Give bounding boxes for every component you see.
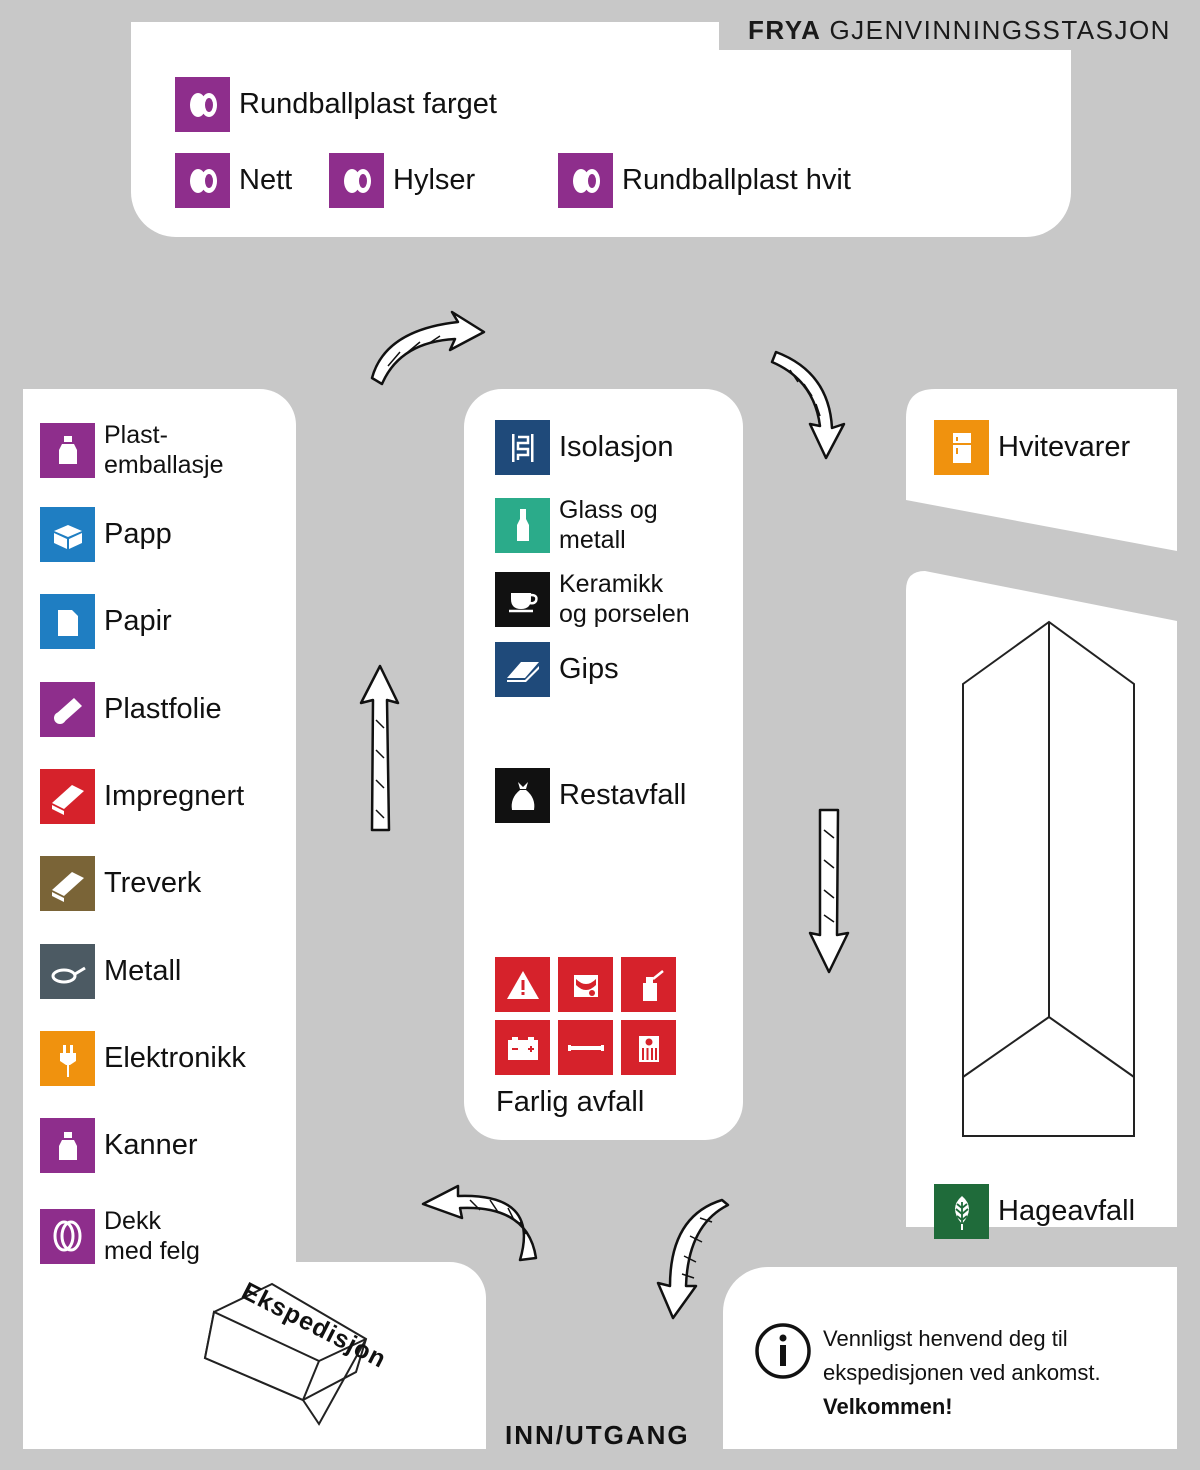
item-label: Papp — [104, 518, 172, 550]
info-area — [723, 1267, 1177, 1449]
item-label: Keramikk og porselen — [559, 570, 690, 628]
item-isolasjon: Isolasjon — [495, 420, 673, 475]
item-label: Hylser — [393, 164, 476, 196]
item-label: Gips — [559, 653, 619, 685]
insulation-icon — [495, 420, 550, 475]
station-name: GJENVINNINGSSTASJON — [829, 15, 1171, 45]
item-papir: Papir — [40, 594, 172, 649]
entrance-label: INN/UTGANG — [505, 1420, 690, 1450]
arrow-top-right — [770, 350, 846, 460]
arrow-left-up — [359, 664, 400, 832]
item-hageavfall: Hageavfall — [934, 1184, 1135, 1239]
fluorescent-tube-icon — [558, 1020, 613, 1075]
item-glass-metall: Glass og metall — [495, 495, 658, 555]
pan-icon — [40, 944, 95, 999]
item-kanner: Kanner — [40, 1118, 198, 1173]
info-line-2: ekspedisjonen ved ankomst. — [823, 1360, 1101, 1385]
item-label: Isolasjon — [559, 431, 674, 463]
item-label: Hageavfall — [998, 1195, 1136, 1227]
station-title: FRYA GJENVINNINGSSTASJON — [719, 11, 1200, 50]
item-label: Rundballplast hvit — [622, 164, 851, 196]
info-line-1: Vennligst henvend deg til — [823, 1326, 1068, 1351]
item-impregnert: Impregnert — [40, 769, 244, 824]
wood-icon — [40, 856, 95, 911]
box-icon — [40, 507, 95, 562]
item-label: Dekk med felg — [104, 1207, 200, 1265]
item-rundballplast-hvit: Rundballplast hvit — [558, 153, 851, 208]
cup-icon — [495, 571, 550, 627]
welcome-text: Velkommen! — [823, 1394, 953, 1419]
item-label: Plastfolie — [104, 693, 222, 725]
glass-bottle-icon — [495, 497, 550, 553]
item-metall: Metall — [40, 944, 181, 999]
bale-wrap-icon — [175, 153, 230, 208]
trash-bag-icon — [495, 768, 550, 823]
treated-wood-icon — [40, 769, 95, 824]
item-plastemballasje: Plast- emballasje — [40, 420, 224, 480]
item-label: Elektronikk — [104, 1042, 246, 1074]
bale-wrap-icon — [175, 77, 230, 132]
item-label: Treverk — [104, 867, 202, 899]
bale-wrap-icon — [329, 153, 384, 208]
paper-icon — [40, 594, 95, 649]
plasterboard-icon — [495, 642, 550, 697]
item-label: Plast- emballasje — [104, 421, 224, 479]
item-label: Glass og metall — [559, 496, 658, 554]
item-plastfolie: Plastfolie — [40, 682, 222, 737]
tire-icon — [40, 1208, 95, 1264]
item-label: Metall — [104, 955, 182, 987]
item-label: Rundballplast farget — [239, 88, 497, 120]
bottle-icon — [40, 422, 95, 478]
warning-icon — [495, 957, 550, 1012]
brand-name: FRYA — [748, 15, 822, 45]
item-nett: Nett — [175, 153, 292, 208]
item-hylser: Hylser — [329, 153, 475, 208]
oil-filter-icon — [621, 1020, 676, 1075]
plug-icon — [40, 1031, 95, 1086]
item-dekk: Dekk med felg — [40, 1206, 200, 1266]
film-roll-icon — [40, 682, 95, 737]
item-rundballplast-farget: Rundballplast farget — [175, 77, 497, 132]
canister-icon — [40, 1118, 95, 1173]
item-label: Nett — [239, 164, 293, 196]
item-hvitevarer: Hvitevarer — [934, 420, 1130, 475]
item-elektronikk: Elektronikk — [40, 1031, 246, 1086]
item-label: Impregnert — [104, 780, 245, 812]
item-keramikk: Keramikk og porselen — [495, 569, 690, 629]
battery-icon — [495, 1020, 550, 1075]
item-restavfall: Restavfall — [495, 768, 686, 823]
item-treverk: Treverk — [40, 856, 201, 911]
arrow-bottom-left — [421, 1184, 538, 1262]
item-gips: Gips — [495, 642, 619, 697]
info-icon — [755, 1323, 811, 1379]
fridge-icon — [934, 420, 989, 475]
info-message: Vennligst henvend deg til ekspedisjonen … — [823, 1322, 1163, 1424]
item-label: Kanner — [104, 1129, 198, 1161]
oil-can-icon — [621, 957, 676, 1012]
hazardous-waste-label: Farlig avfall — [496, 1086, 645, 1118]
leaf-icon — [934, 1184, 989, 1239]
paint-can-icon — [558, 957, 613, 1012]
item-label: Hvitevarer — [998, 431, 1131, 463]
arrow-bottom-right — [656, 1198, 730, 1320]
item-papp: Papp — [40, 507, 172, 562]
item-label: Papir — [104, 605, 172, 637]
item-label: Restavfall — [559, 779, 687, 811]
arrow-top-left — [370, 310, 486, 386]
bale-wrap-icon — [558, 153, 613, 208]
arrow-right-down — [808, 808, 850, 974]
